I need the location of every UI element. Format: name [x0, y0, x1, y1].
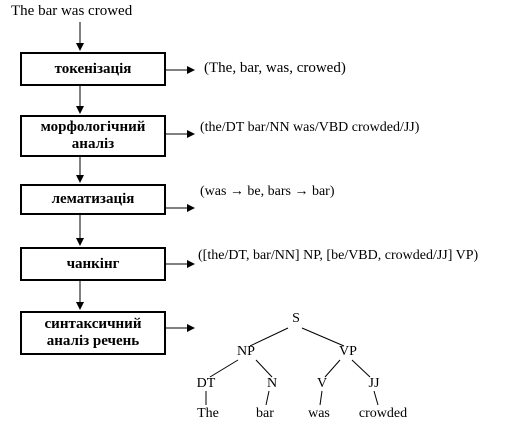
step-label: чанкінг [66, 255, 120, 272]
step-morphological-analysis-box: морфологічний аналіз [20, 115, 166, 157]
step-label: морфологічний аналіз [40, 119, 146, 152]
tree-word-the: The [197, 406, 219, 421]
tree-node-dt: DT [196, 376, 216, 391]
step-syntactic-parsing-box: синтаксичний аналіз речень [20, 311, 166, 355]
tree-node-jj: JJ [368, 376, 380, 391]
lemmatization-output: (was → be, bars → bar) [200, 184, 335, 199]
step-tokenization-box: токенізація [20, 52, 166, 86]
tree-node-s: S [292, 311, 300, 326]
tree-word-crowded: crowded [358, 406, 408, 421]
input-sentence: The bar was crowed [11, 3, 133, 19]
tree-word-bar: bar [256, 406, 274, 421]
tree-node-np: NP [237, 344, 255, 359]
chunking-output: ([the/DT, bar/NN] NP, [be/VBD, crowded/J… [198, 248, 479, 263]
tree-node-vp: VP [339, 344, 357, 359]
step-label: токенізація [54, 60, 132, 77]
step-label: лематизація [51, 191, 135, 207]
tree-word-was: was [308, 406, 330, 421]
step-lemmatization-box: лематизація [20, 184, 166, 215]
step-chunking-box: чанкінг [20, 247, 166, 281]
morphology-output: (the/DT bar/NN was/VBD crowded/JJ) [200, 120, 420, 135]
tree-node-v: V [316, 376, 328, 391]
step-label: синтаксичний аналіз речень [44, 316, 142, 349]
tokenization-output: (The, bar, was, crowed) [204, 60, 346, 76]
tree-node-n: N [266, 376, 278, 391]
